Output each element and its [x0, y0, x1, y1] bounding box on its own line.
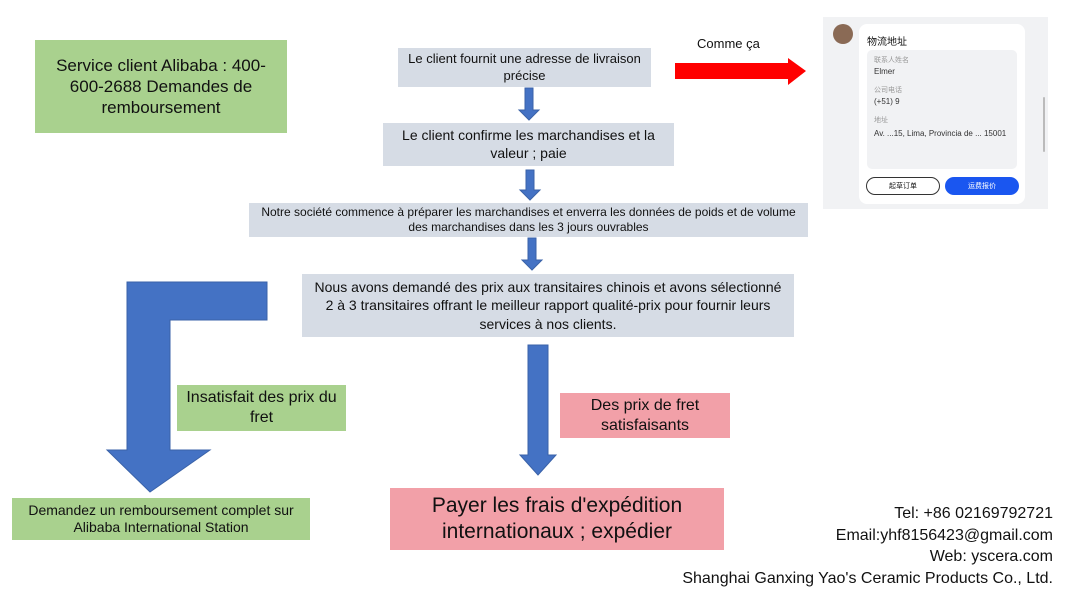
step-3: Notre société commence à préparer les ma… — [249, 203, 808, 237]
refund-box: Demandez un remboursement complet sur Al… — [12, 498, 310, 540]
contact-company: Shanghai Ganxing Yao's Ceramic Products … — [682, 569, 1053, 587]
service-box: Service client Alibaba : 400-600-2688 De… — [35, 40, 287, 133]
contact-value: Elmer — [874, 67, 895, 76]
contact-email: Email:yhf8156423@gmail.com — [835, 526, 1053, 544]
phone-value: (+51) 9 — [874, 97, 900, 106]
red-arrow-right — [675, 58, 806, 85]
step-1: Le client fournit une adresse de livrais… — [398, 48, 651, 87]
contact-web: Web: yscera.com — [929, 548, 1053, 565]
phone-label: 公司电话 — [874, 87, 902, 94]
step-4: Nous avons demandé des prix aux transita… — [302, 274, 794, 337]
scrollbar[interactable] — [1043, 97, 1045, 152]
address-details: 联系人姓名 Elmer 公司电话 (+51) 9 地址 Av. ...15, L… — [867, 50, 1017, 169]
card-title: 物流地址 — [867, 37, 907, 48]
comme-ca-label: Comme ça — [697, 36, 760, 51]
contact-label: 联系人姓名 — [874, 57, 909, 64]
address-value: Av. ...15, Lima, Provincia de ... 15001 — [874, 129, 1007, 138]
address-card: 物流地址 联系人姓名 Elmer 公司电话 (+51) 9 地址 Av. ...… — [859, 24, 1025, 204]
contact-tel: Tel: +86 02169792721 — [894, 505, 1053, 522]
step-2: Le client confirme les marchandises et l… — [383, 123, 674, 166]
address-screenshot: 物流地址 联系人姓名 Elmer 公司电话 (+51) 9 地址 Av. ...… — [823, 17, 1048, 209]
arrow-down-3 — [520, 237, 544, 271]
satisfied-box: Des prix de fret satisfaisants — [560, 393, 730, 438]
arrow-down-satisfied — [518, 344, 558, 476]
unsatisfied-box: Insatisfait des prix du fret — [177, 385, 346, 431]
contact-info: Tel: +86 02169792721 Email:yhf8156423@gm… — [682, 503, 1053, 589]
address-label: 地址 — [874, 117, 888, 124]
arrow-down-1 — [517, 87, 541, 121]
arrow-down-2 — [518, 169, 542, 201]
avatar — [833, 24, 853, 44]
freight-quote-button[interactable]: 运费报价 — [945, 177, 1019, 195]
pay-ship-box: Payer les frais d'expédition internation… — [390, 488, 724, 550]
arrow-unsatisfied-l — [105, 281, 268, 493]
draft-order-button[interactable]: 起草订单 — [866, 177, 940, 195]
